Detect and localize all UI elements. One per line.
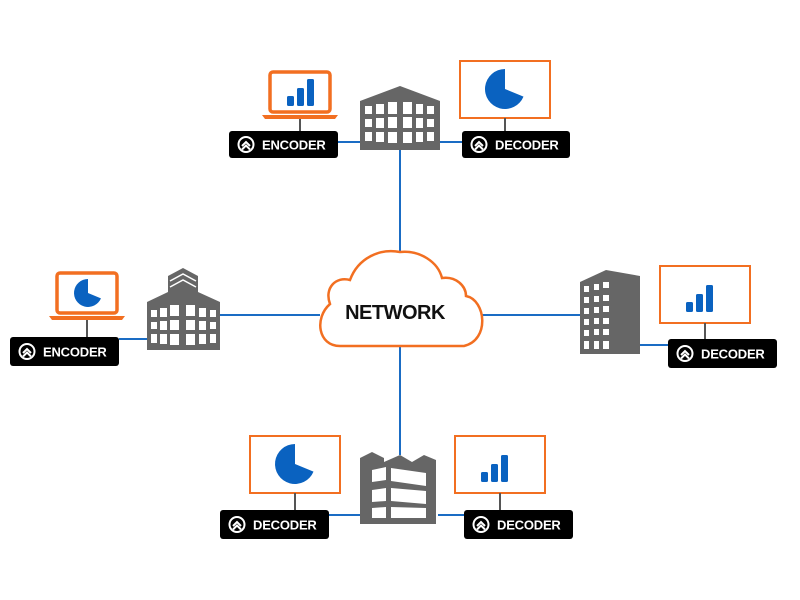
decoder-label-badge	[220, 510, 329, 539]
decoder-label: DECODER	[701, 347, 765, 362]
monitor-icon	[659, 265, 751, 324]
left-encoder[interactable]: ENCODER	[10, 271, 125, 366]
encoder-label: ENCODER	[262, 138, 326, 153]
office-building-icon	[360, 86, 440, 150]
laptop-icon	[262, 70, 338, 119]
decoder-label-badge	[668, 339, 777, 368]
factory-building-icon	[360, 452, 436, 524]
decoder-label-badge	[462, 131, 570, 158]
site-left: ENCODER	[10, 268, 220, 366]
decoder-label: DECODER	[253, 518, 317, 533]
decoder-label-badge	[464, 510, 573, 539]
network-cloud[interactable]: NETWORK	[319, 249, 484, 348]
monitor-icon	[454, 435, 546, 494]
site-right: DECODER	[580, 265, 777, 368]
site-top: ENCODER DECODER	[229, 60, 570, 158]
top-encoder[interactable]: ENCODER	[229, 70, 338, 158]
encoder-label-badge	[229, 131, 338, 158]
right-decoder[interactable]: DECODER	[659, 265, 777, 368]
highrise-building-icon	[580, 270, 640, 354]
encoder-label: ENCODER	[43, 345, 107, 360]
bottom-decoder-left[interactable]: DECODER	[220, 435, 341, 539]
monitor-icon	[249, 435, 341, 494]
network-label: NETWORK	[345, 302, 446, 324]
decoder-label: DECODER	[495, 138, 559, 153]
site-bottom: DECODER DECODER	[220, 435, 573, 539]
cloud-icon	[319, 249, 484, 348]
encoder-label-badge	[10, 337, 119, 366]
monitor-icon	[459, 60, 551, 119]
bottom-decoder-right[interactable]: DECODER	[454, 435, 573, 539]
decoder-label: DECODER	[497, 518, 561, 533]
top-decoder[interactable]: DECODER	[459, 60, 570, 158]
tower-building-icon	[147, 268, 220, 350]
laptop-icon	[49, 271, 125, 320]
connection-lines	[119, 141, 668, 516]
